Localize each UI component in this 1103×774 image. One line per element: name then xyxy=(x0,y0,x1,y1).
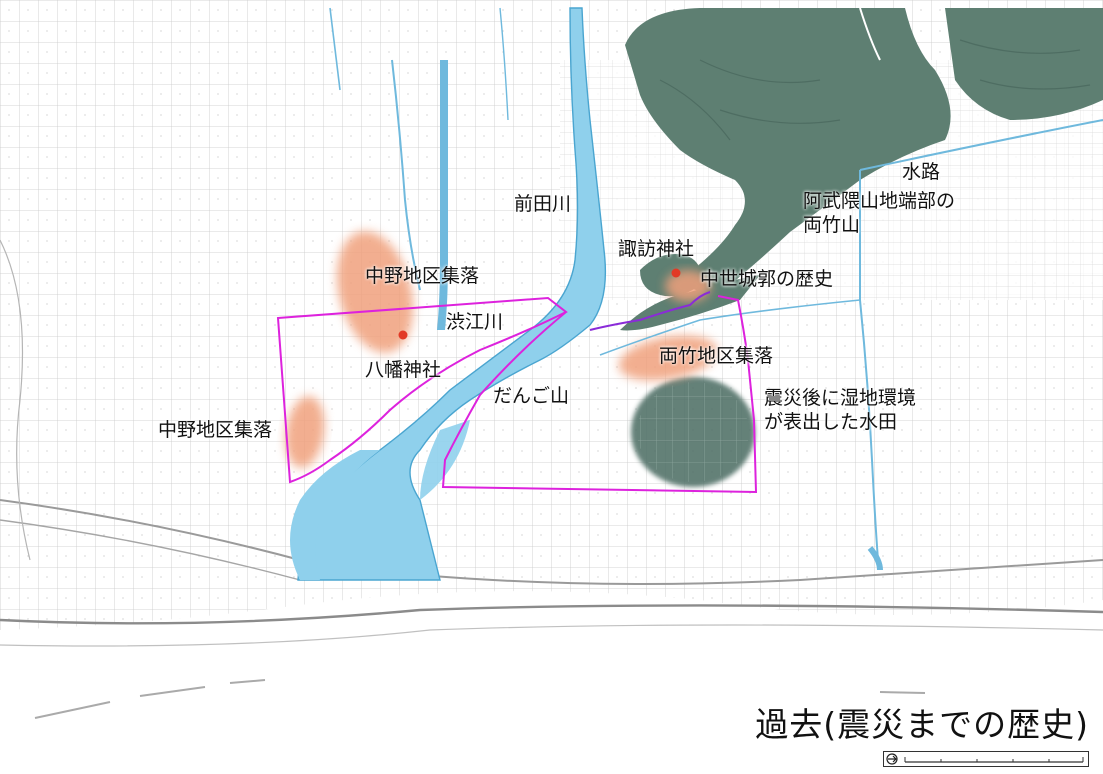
label-suwa-shrine: 諏訪神社 xyxy=(618,238,695,260)
label-hachiman-shrine: 八幡神社 xyxy=(365,359,442,381)
map-title: 過去(震災までの歴史) xyxy=(755,705,1089,744)
hachiman-shrine-marker xyxy=(398,330,408,340)
label-maeda-river: 前田川 xyxy=(514,193,572,215)
label-nakano-settlement-south: 中野地区集落 xyxy=(158,419,273,441)
label-shibue-river: 渋江川 xyxy=(446,311,504,333)
label-castle-history: 中世城郭の歴史 xyxy=(700,268,834,290)
label-wetland-field: 震災後に湿地環境 が表出した水田 xyxy=(764,387,917,433)
district-boundaries xyxy=(276,291,758,494)
suwa-shrine-marker xyxy=(671,268,681,278)
coastline-dashes xyxy=(34,679,926,719)
label-waterway: 水路 xyxy=(902,161,941,183)
label-abukuma-mountain: 阿武隈山地端部の 両竹山 xyxy=(803,190,956,236)
forest-area xyxy=(620,7,1103,331)
settlement-areas xyxy=(285,231,718,468)
label-nakano-settlement-north: 中野地区集落 xyxy=(365,265,480,287)
label-morotake-settlement: 両竹地区集落 xyxy=(659,345,774,367)
wetland-paddy xyxy=(631,377,755,487)
shrine-markers xyxy=(398,268,681,340)
label-dango-mountain: だんご山 xyxy=(493,385,570,407)
scale-bar xyxy=(883,751,1089,767)
